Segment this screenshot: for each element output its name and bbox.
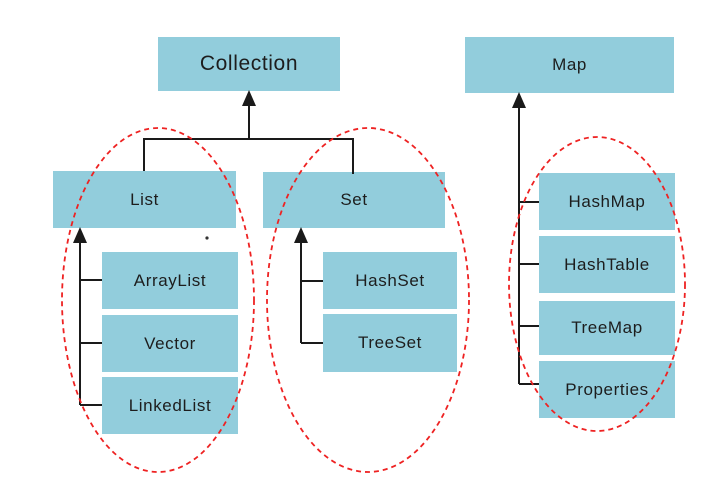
arrow-up-icon xyxy=(73,227,87,243)
node-treemap: TreeMap xyxy=(539,301,675,355)
arrow-up-icon xyxy=(512,92,526,108)
node-set: Set xyxy=(263,172,445,228)
node-properties: Properties xyxy=(539,361,675,418)
arrow-up-icon xyxy=(242,90,256,106)
node-arraylist: ArrayList xyxy=(102,252,238,309)
node-vector: Vector xyxy=(102,315,238,372)
node-linkedlist: LinkedList xyxy=(102,377,238,434)
node-treeset: TreeSet xyxy=(323,314,457,372)
node-list: List xyxy=(53,171,236,228)
list-children-connector xyxy=(73,227,102,406)
collection-children-bus xyxy=(143,138,354,174)
node-hashtable: HashTable xyxy=(539,236,675,293)
node-collection: Collection xyxy=(158,37,340,91)
arrow-up-icon xyxy=(294,227,308,243)
map-children-connector xyxy=(512,92,539,385)
node-hashmap: HashMap xyxy=(539,173,675,230)
node-map: Map xyxy=(465,37,674,93)
node-hashset: HashSet xyxy=(323,252,457,309)
collection-children-connector xyxy=(143,90,354,174)
set-children-connector xyxy=(294,227,323,344)
stray-dot xyxy=(205,236,209,240)
